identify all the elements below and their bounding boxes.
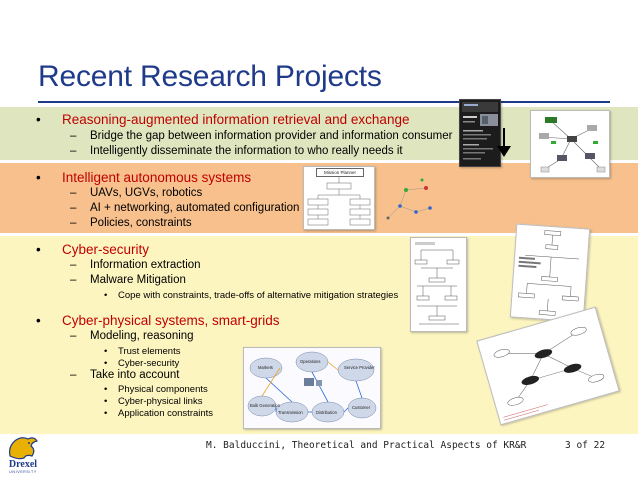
list-item: – UAVs, UGVs, robotics	[70, 187, 203, 199]
ontology-graph-image	[539, 117, 606, 173]
slide-title: Recent Research Projects	[38, 60, 382, 93]
small-bullet: •	[104, 290, 108, 301]
list-item: – Malware Mitigation	[70, 274, 186, 286]
heading-text: Intelligent autonomous systems	[62, 170, 252, 185]
list-item-text: Policies, constraints	[90, 217, 192, 229]
network-nodes-image	[386, 178, 432, 220]
list-item-text: AI + networking, automated configuration	[90, 202, 300, 214]
list-item-text: Modeling, reasoning	[90, 330, 194, 342]
grid-label: Operations	[300, 359, 321, 364]
dependency-graph-figure	[476, 306, 620, 426]
grid-label: Customer	[352, 405, 371, 410]
page-number: 3 of 22	[565, 440, 606, 451]
dash-bullet: –	[70, 202, 77, 214]
dragon-icon	[9, 437, 38, 460]
list-item-text: Information extraction	[90, 259, 201, 271]
sub-list-item: • Application constraints	[104, 408, 214, 419]
sub-list-item-text: Trust elements	[118, 346, 181, 357]
mission-planner-diagram	[307, 176, 371, 226]
grid-label: Distribution	[316, 410, 337, 415]
mission-planner-label: Mission Planner	[316, 168, 364, 177]
sub-list-item-text: Cyber-security	[118, 358, 180, 369]
sub-list-item-text: Cope with constraints, trade-offs of alt…	[118, 290, 399, 301]
bullet: •	[36, 242, 41, 257]
dash-bullet: –	[70, 259, 77, 271]
grid-label: Bulk Generation	[250, 403, 281, 408]
list-item: – Take into account	[70, 369, 180, 381]
heading-cyber-security: • Cyber-security	[36, 242, 150, 257]
small-bullet: •	[104, 384, 108, 395]
dash-bullet: –	[70, 217, 77, 229]
dash-bullet: –	[70, 330, 77, 342]
smart-grid-labels: Markets Operations Service Provider Bulk…	[248, 348, 376, 428]
heading-text: Cyber-physical systems, smart-grids	[62, 313, 280, 328]
mobile-app-image	[462, 102, 498, 160]
rule-tree-figure	[509, 223, 591, 323]
bullet: •	[36, 112, 41, 127]
footer-text: M. Balduccini, Theoretical and Practical…	[206, 440, 527, 451]
mission-planner-figure: Mission Planner	[303, 166, 375, 230]
list-item: – AI + networking, automated configurati…	[70, 202, 300, 214]
list-item-text: Bridge the gap between information provi…	[90, 130, 453, 142]
small-bullet: •	[104, 346, 108, 357]
dash-bullet: –	[70, 130, 77, 142]
sub-list-item: • Cope with constraints, trade-offs of a…	[104, 290, 399, 301]
sub-list-item-text: Application constraints	[118, 408, 214, 419]
dependency-graph-diagram	[493, 326, 605, 421]
dash-bullet: –	[70, 187, 77, 199]
list-item-text: Take into account	[90, 369, 180, 381]
smart-grid-figure: Markets Operations Service Provider Bulk…	[243, 347, 381, 429]
list-item: – Modeling, reasoning	[70, 330, 194, 342]
sub-list-item: • Physical components	[104, 384, 208, 395]
title-underline	[38, 101, 610, 103]
sub-list-item-text: Cyber-physical links	[118, 396, 203, 407]
list-item-text: UAVs, UGVs, robotics	[90, 187, 203, 199]
sub-list-item-text: Physical components	[118, 384, 208, 395]
list-item: – Bridge the gap between information pro…	[70, 130, 453, 142]
list-item: – Intelligently disseminate the informat…	[70, 145, 403, 157]
smart-grid-diagram	[247, 351, 377, 423]
rule-tree-diagram	[517, 230, 580, 316]
heading-cyber-physical: • Cyber-physical systems, smart-grids	[36, 313, 280, 328]
small-bullet: •	[104, 408, 108, 419]
list-item-text: Intelligently disseminate the informatio…	[90, 145, 403, 157]
list-item-text: Malware Mitigation	[90, 274, 186, 286]
malware-mitigation-diagram	[414, 242, 460, 325]
drexel-logo: Drexel UNIVERSITY	[4, 432, 42, 476]
grid-label: Service Provider	[344, 365, 375, 370]
dash-bullet: –	[70, 369, 77, 381]
heading-autonomous: • Intelligent autonomous systems	[36, 170, 252, 185]
network-nodes-figure	[376, 168, 446, 230]
bullet: •	[36, 313, 41, 328]
small-bullet: •	[104, 358, 108, 369]
dash-bullet: –	[70, 145, 77, 157]
small-bullet: •	[104, 396, 108, 407]
heading-text: Reasoning-augmented information retrieva…	[62, 112, 410, 127]
heading-retrieval: • Reasoning-augmented information retrie…	[36, 112, 410, 127]
grid-label: Markets	[258, 365, 273, 370]
heading-text: Cyber-security	[62, 242, 150, 257]
list-item: – Policies, constraints	[70, 217, 192, 229]
sub-list-item: • Cyber-physical links	[104, 396, 203, 407]
grid-label: Transmission	[278, 410, 303, 415]
down-arrow-icon	[496, 128, 512, 158]
dash-bullet: –	[70, 274, 77, 286]
bullet: •	[36, 170, 41, 185]
sub-list-item: • Cyber-security	[104, 358, 180, 369]
logo-wordmark: Drexel	[8, 459, 38, 470]
ontology-graph-figure	[530, 110, 610, 178]
sub-list-item: • Trust elements	[104, 346, 181, 357]
list-item: – Information extraction	[70, 259, 201, 271]
malware-mitigation-figure	[410, 237, 467, 332]
logo-subtitle: UNIVERSITY	[9, 470, 37, 474]
mobile-app-screenshot	[459, 99, 501, 167]
